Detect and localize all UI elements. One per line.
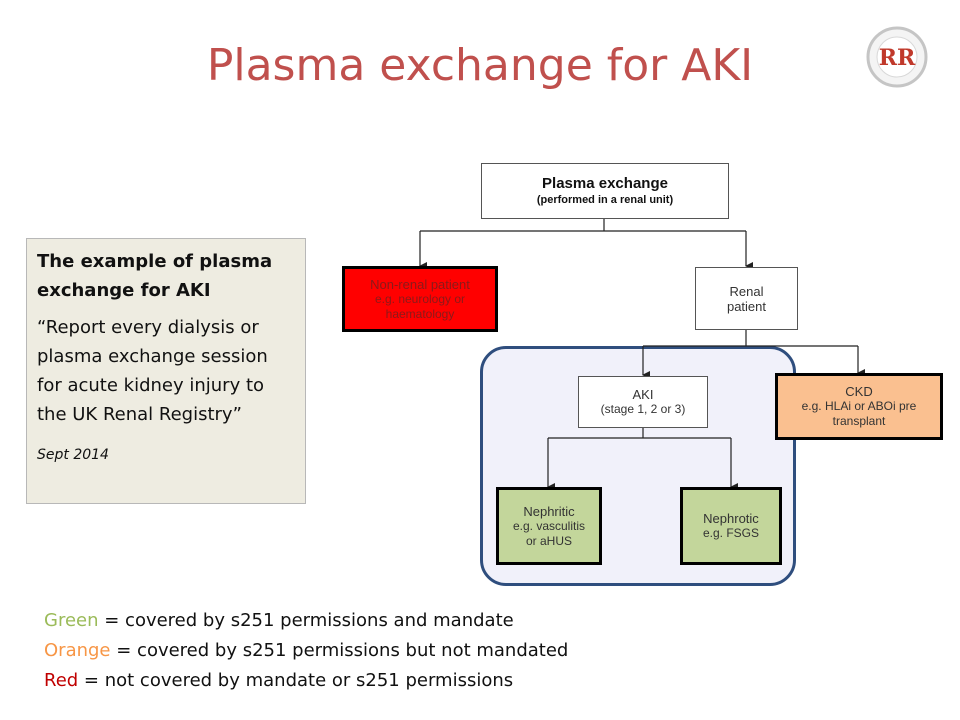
- legend-green: Green = covered by s251 permissions and …: [44, 610, 514, 631]
- legend-green-key: Green: [44, 610, 99, 631]
- node-nephritic: Nephritic e.g. vasculitis or aHUS: [496, 487, 602, 565]
- node-aki-stage: (stage 1, 2 or 3): [600, 402, 686, 416]
- legend-orange-text: = covered by s251 permissions but not ma…: [110, 640, 569, 661]
- legend-orange-key: Orange: [44, 640, 111, 661]
- node-renal-line1: Renal: [729, 283, 764, 299]
- node-ckd: CKD e.g. HLAi or ABOi pre transplant: [775, 373, 943, 440]
- note-panel: The example of plasma exchange for AKI “…: [26, 238, 306, 504]
- node-non-renal-title: Non-renal patient: [370, 276, 470, 292]
- node-aki: AKI (stage 1, 2 or 3): [578, 376, 708, 428]
- note-quote: “Report every dialysis or plasma exchang…: [37, 317, 268, 425]
- legend-red-key: Red: [44, 670, 79, 691]
- node-nephritic-example: e.g. vasculitis or aHUS: [512, 518, 586, 548]
- node-nephrotic-example: e.g. FSGS: [702, 526, 760, 540]
- node-renal-patient: Renal patient: [695, 267, 798, 330]
- node-plasma-exchange: Plasma exchange (performed in a renal un…: [481, 163, 729, 219]
- node-plasma-exchange-subtitle: (performed in a renal unit): [536, 194, 674, 206]
- legend-red-text: = not covered by mandate or s251 permiss…: [78, 670, 514, 691]
- slide-title: Plasma exchange for AKI: [206, 40, 754, 91]
- note-date: Sept 2014: [37, 447, 109, 463]
- node-non-renal-patient: Non-renal patient e.g. neurology or haem…: [342, 266, 498, 332]
- node-aki-title: AKI: [632, 387, 654, 402]
- legend-green-text: = covered by s251 permissions and mandat…: [98, 610, 514, 631]
- legend-orange: Orange = covered by s251 permissions but…: [44, 640, 568, 661]
- logo-monogram: RR: [879, 45, 916, 71]
- note-heading: The example of plasma exchange for AKI: [37, 251, 273, 301]
- node-ckd-title: CKD: [845, 384, 873, 399]
- node-nephritic-title: Nephritic: [523, 503, 575, 519]
- legend-red: Red = not covered by mandate or s251 per…: [44, 670, 513, 691]
- node-nephrotic-title: Nephrotic: [703, 511, 759, 526]
- node-non-renal-example: e.g. neurology or haematology: [374, 291, 466, 321]
- renal-registry-logo: RR: [866, 26, 928, 88]
- node-ckd-example: e.g. HLAi or ABOi pre transplant: [801, 399, 917, 428]
- node-plasma-exchange-title: Plasma exchange: [542, 175, 668, 192]
- node-renal-line2: patient: [726, 298, 767, 314]
- node-nephrotic: Nephrotic e.g. FSGS: [680, 487, 782, 565]
